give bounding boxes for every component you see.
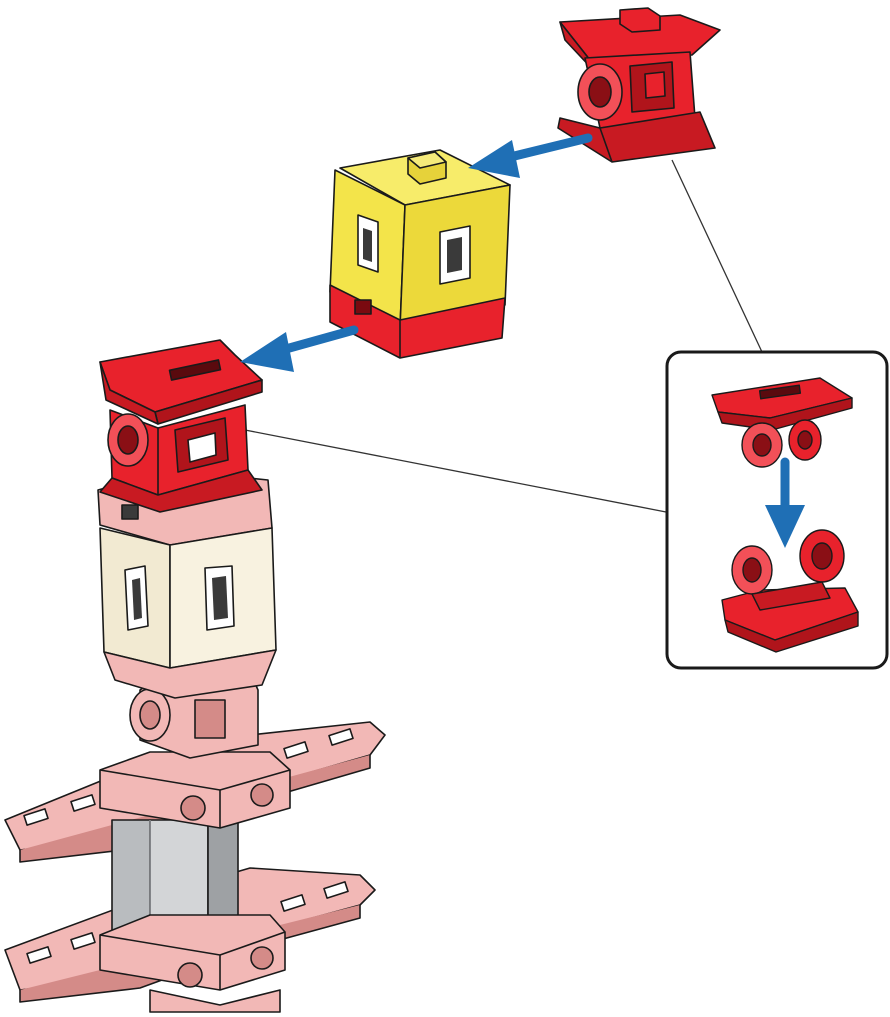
red-hinge-on-stack bbox=[100, 340, 262, 512]
arrow-left-down-icon bbox=[468, 138, 588, 178]
callout-hinge-detail bbox=[667, 352, 887, 668]
arrow-left-down-icon bbox=[240, 330, 354, 372]
pink-base-assembly bbox=[5, 670, 385, 1012]
leader-line-top bbox=[672, 160, 762, 352]
leader-line-stack bbox=[245, 430, 666, 512]
